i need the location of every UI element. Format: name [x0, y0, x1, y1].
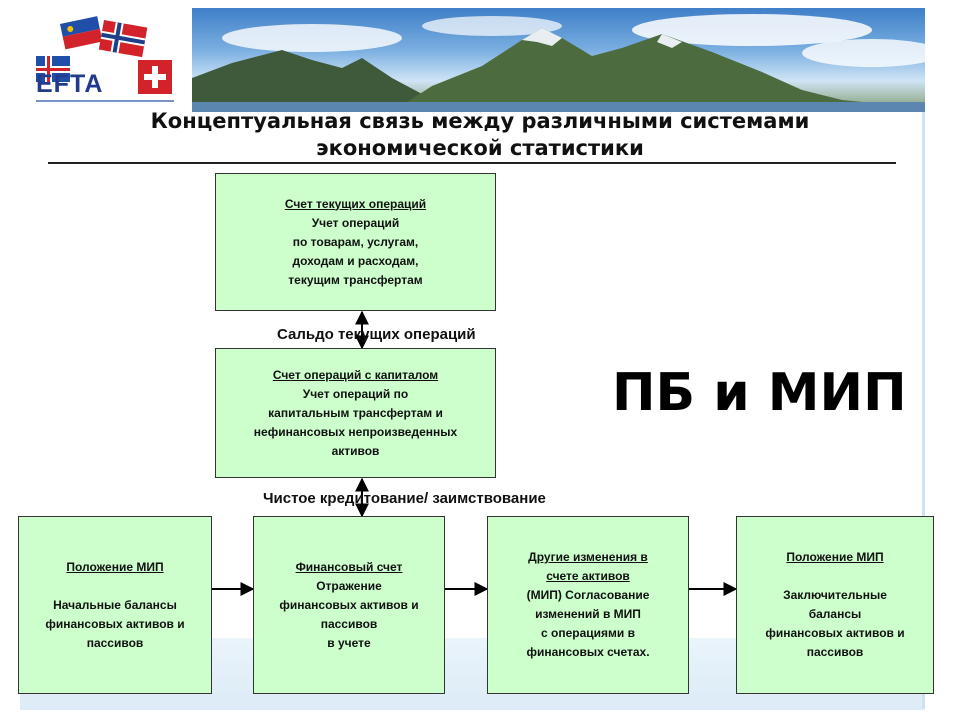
financial-account-box: Финансовый счет Отражение финансовых акт…	[253, 516, 445, 694]
opening-iip-line-3: пассивов	[86, 635, 144, 650]
financial-account-line-3: пассивов	[320, 616, 378, 631]
other-changes-line-2: изменений в МИП	[535, 607, 641, 621]
current-balance-label: Сальдо текущих операций	[277, 326, 476, 343]
capital-account-line-3: нефинансовых непроизведенных	[253, 424, 458, 439]
financial-account-line-2: финансовых активов и	[279, 597, 419, 612]
mountain-landscape-image	[192, 14, 925, 112]
other-changes-heading-2: счете активов	[546, 569, 630, 583]
closing-iip-line-2: балансы	[808, 607, 862, 621]
closing-iip-line-4: пассивов	[806, 645, 864, 659]
closing-iip-line-3: финансовых активов и	[765, 626, 905, 640]
financial-account-line-1: Отражение	[316, 578, 382, 593]
current-account-line-1: Учет операций	[311, 215, 400, 230]
capital-account-line-1: Учет операций по	[302, 386, 409, 401]
capital-account-line-4: активов	[331, 443, 380, 458]
capital-account-heading: Счет операций с капиталом	[272, 367, 439, 382]
bop-iip-label: ПБ и МИП	[612, 363, 907, 423]
logo-wordmark: EFTA	[36, 70, 104, 98]
logo-underline	[36, 100, 174, 102]
other-changes-line-3: с операциями в	[541, 626, 635, 640]
closing-iip-box: Положение МИП Заключительные балансы фин…	[736, 516, 934, 694]
title-divider	[48, 162, 896, 164]
current-account-heading: Счет текущих операций	[284, 196, 427, 211]
title-line-1: Концептуальная связь между различными си…	[150, 109, 810, 133]
other-changes-line-4: финансовых счетах.	[526, 645, 650, 659]
closing-iip-heading: Положение МИП	[786, 550, 884, 564]
opening-iip-heading: Положение МИП	[66, 559, 164, 574]
header-landscape-banner	[192, 8, 925, 112]
title-line-2: экономической статистики	[316, 136, 644, 160]
capital-account-box: Счет операций с капиталом Учет операций …	[215, 348, 496, 478]
current-account-line-4: текущим трансфертам	[288, 272, 423, 287]
flags-icon	[36, 16, 172, 94]
opening-iip-spacer	[45, 577, 184, 596]
slide-right-border	[922, 8, 925, 708]
current-account-line-3: доходам и расходам,	[292, 253, 419, 268]
financial-account-line-4: в учете	[327, 635, 371, 650]
efta-logo	[20, 8, 192, 112]
other-changes-box: Другие изменения в счете активов (МИП) С…	[487, 516, 689, 694]
current-account-line-2: по товарам, услугам,	[292, 234, 419, 249]
opening-iip-line-1: Начальные балансы	[53, 597, 177, 612]
other-changes-heading-1: Другие изменения в	[528, 550, 648, 564]
closing-iip-line-1: Заключительные	[783, 588, 887, 602]
opening-iip-box: Положение МИП Начальные балансы финансов…	[18, 516, 212, 694]
slide-title: Концептуальная связь между различными си…	[60, 108, 900, 162]
financial-account-heading: Финансовый счет	[295, 559, 403, 574]
other-changes-line-1: (МИП) Согласование	[526, 588, 650, 602]
closing-iip-spacer	[765, 567, 904, 586]
capital-account-line-2: капитальным трансфертам и	[268, 405, 443, 420]
current-account-box: Счет текущих операций Учет операций по т…	[215, 173, 496, 311]
net-lending-label: Чистое кредитование/ заимствование	[263, 490, 546, 507]
opening-iip-line-2: финансовых активов и	[45, 616, 185, 631]
